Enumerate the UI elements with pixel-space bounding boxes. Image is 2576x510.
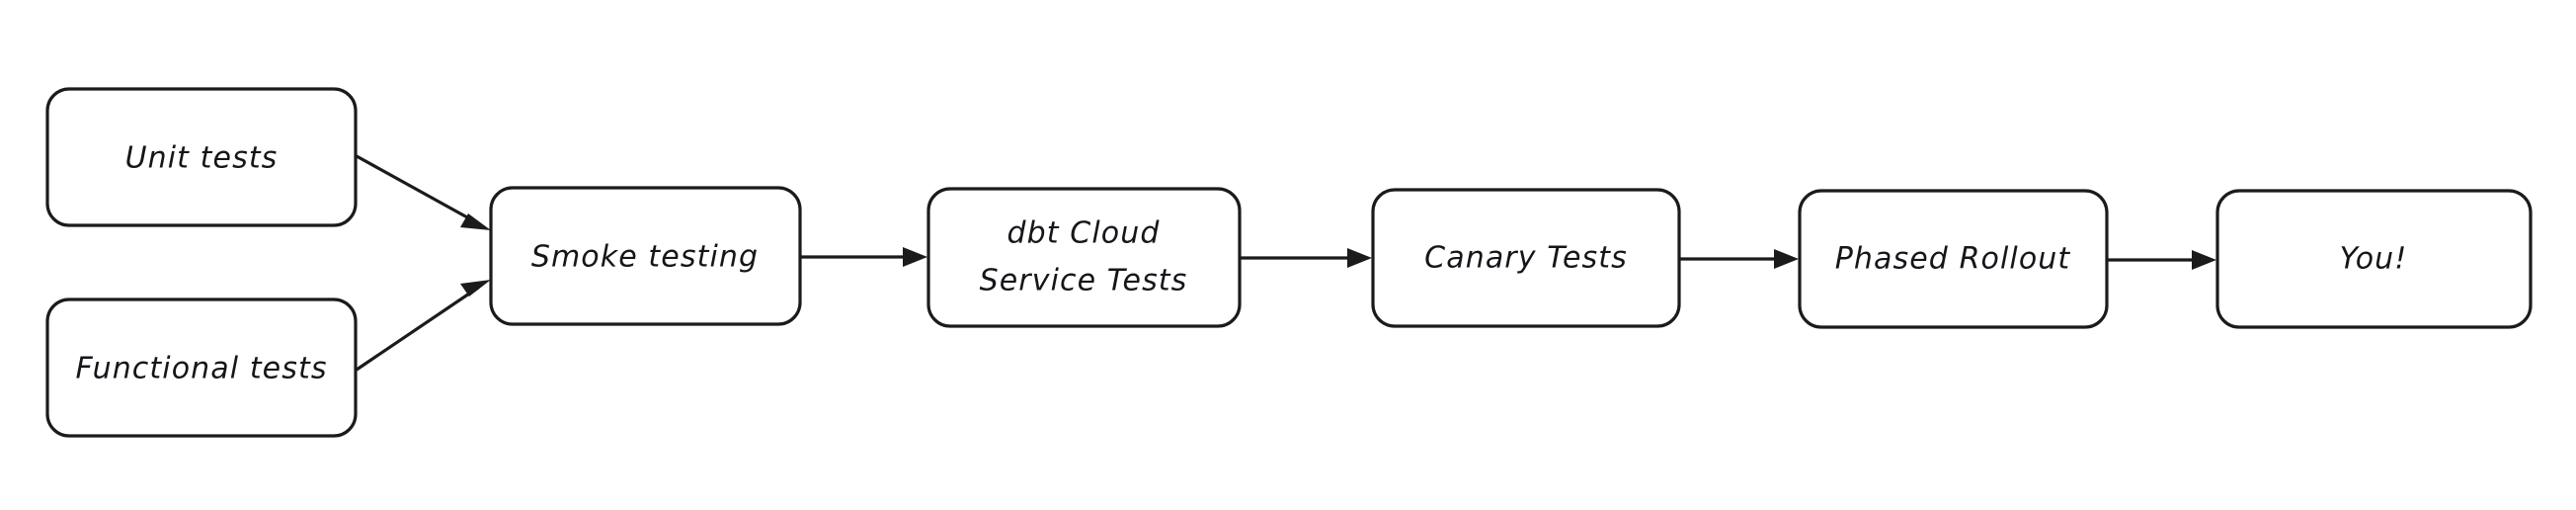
node-phased-rollout-label: Phased Rollout (1835, 242, 2071, 277)
node-functional-tests[interactable]: Functional tests (45, 298, 358, 438)
node-unit-tests-shape[interactable] (45, 87, 358, 227)
node-phased-rollout-shape[interactable] (1798, 189, 2109, 329)
node-phased-rollout[interactable]: Phased Rollout (1798, 189, 2109, 329)
node-dbt-cloud-service-tests-shape[interactable] (926, 187, 1242, 328)
node-dbt-cloud-service-tests-label-line2: Service Tests (980, 264, 1188, 298)
node-canary-tests-shape[interactable] (1371, 188, 1681, 328)
edge-dbt-to-canary (1241, 248, 1372, 268)
node-unit-tests[interactable]: Unit tests (45, 87, 358, 227)
nodes-layer: Unit tests Functional tests Smoke testin… (45, 87, 2533, 438)
node-dbt-cloud-service-tests[interactable]: dbt Cloud Service Tests (926, 187, 1242, 328)
node-functional-tests-shape[interactable] (45, 298, 358, 438)
node-unit-tests-label: Unit tests (125, 141, 279, 176)
node-dbt-cloud-service-tests-label-line1: dbt Cloud (1007, 216, 1161, 251)
node-you-shape[interactable] (2215, 189, 2533, 329)
node-you-label: You! (2340, 242, 2408, 277)
node-functional-tests-label: Functional tests (75, 352, 327, 386)
node-smoke-testing[interactable]: Smoke testing (489, 186, 802, 326)
node-you[interactable]: You! (2215, 189, 2533, 329)
edge-canary-to-phased (1680, 249, 1799, 269)
edge-phased-to-you (2108, 250, 2216, 270)
edge-unit-to-smoke (356, 154, 491, 230)
node-smoke-testing-label: Smoke testing (531, 240, 759, 275)
edge-functional-to-smoke (356, 280, 491, 372)
edges-layer (356, 154, 2216, 372)
node-canary-tests-label: Canary Tests (1424, 241, 1628, 276)
node-canary-tests[interactable]: Canary Tests (1371, 188, 1681, 328)
edge-smoke-to-dbt (801, 247, 927, 267)
node-smoke-testing-shape[interactable] (489, 186, 802, 326)
